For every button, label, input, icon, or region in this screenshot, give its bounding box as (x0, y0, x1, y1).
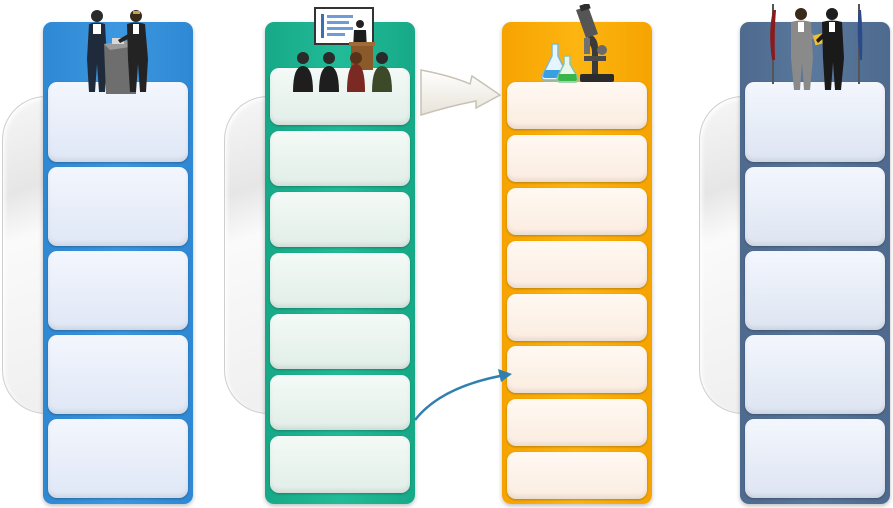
slot-box[interactable] (745, 251, 885, 330)
slot-box[interactable] (745, 419, 885, 498)
slot-box[interactable] (48, 82, 188, 162)
slot-box[interactable] (745, 335, 885, 414)
curved-arrow-icon (414, 374, 501, 421)
column-2 (265, 22, 415, 504)
column-3 (502, 22, 652, 504)
slot-box[interactable] (507, 135, 647, 182)
slot-box[interactable] (270, 375, 410, 430)
business-handshake-icon (770, 4, 863, 90)
slot-box[interactable] (507, 294, 647, 341)
side-tab-2 (224, 96, 269, 414)
slot-box[interactable] (507, 346, 647, 393)
slot-box[interactable] (48, 419, 188, 498)
slot-box[interactable] (507, 241, 647, 288)
slot-box[interactable] (270, 314, 410, 369)
microscope-lab-icon (541, 4, 614, 83)
column-1 (43, 22, 193, 504)
slot-box[interactable] (270, 131, 410, 186)
slot-box[interactable] (270, 192, 410, 247)
slot-box[interactable] (507, 82, 647, 129)
column-4 (740, 22, 890, 504)
slot-box[interactable] (507, 188, 647, 235)
slot-box[interactable] (48, 335, 188, 414)
slot-box[interactable] (270, 253, 410, 308)
side-tab-1 (2, 96, 47, 414)
slot-box[interactable] (745, 167, 885, 246)
slot-box[interactable] (48, 167, 188, 246)
slot-box[interactable] (270, 436, 410, 493)
presentation-audience-icon (293, 7, 392, 92)
slot-box[interactable] (507, 452, 647, 499)
slot-box[interactable] (745, 82, 885, 162)
handshake-meeting-icon (87, 10, 148, 94)
block-arrow-icon (420, 69, 502, 117)
curved-arrow-head (498, 369, 512, 382)
slot-box[interactable] (48, 251, 188, 330)
slot-box[interactable] (507, 399, 647, 446)
